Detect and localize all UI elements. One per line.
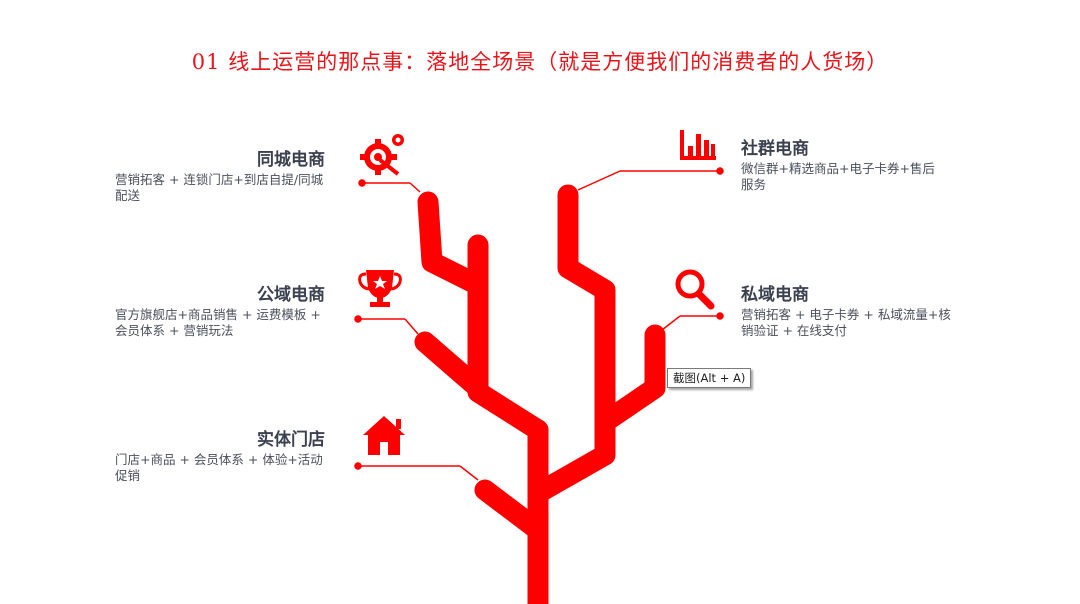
house-icon	[363, 416, 405, 455]
branch-left-upper	[417, 191, 489, 296]
magnifier-icon	[675, 269, 715, 310]
branch-description: 微信群+精选商品+电子卡券+售后服务	[741, 161, 935, 192]
branch-left-lower	[474, 479, 549, 541]
connector-dot-shiti	[354, 462, 362, 470]
page-title: 01 线上运营的那点事：落地全场景（就是方便我们的消费者的人货场）	[191, 50, 889, 74]
branch-right-small	[594, 324, 666, 433]
branch-left-main	[467, 234, 549, 441]
branch-description: 官方旗舰店+商品销售 + 运费模板 + 会员体系 + 营销玩法	[115, 307, 321, 338]
branch-tongcheng: 同城电商 营销拓客 + 连锁门店+到店自提/同城配送	[115, 145, 325, 204]
connector-dot-siyu	[716, 312, 724, 320]
branch-shequn: 社群电商 微信群+精选商品+电子卡券+售后服务	[741, 134, 946, 193]
gear-target-icon	[360, 134, 404, 176]
bar-chart-icon	[680, 130, 716, 160]
screenshot-tooltip: 截图(Alt + A)	[667, 368, 752, 388]
trophy-icon	[358, 270, 402, 307]
branch-shiti: 实体门店 门店+商品 + 会员体系 + 体验+活动促销	[115, 425, 325, 484]
branch-right-main	[529, 184, 616, 503]
branch-left-middle	[414, 331, 489, 399]
branch-siyu: 私域电商 营销拓客 + 电子卡券 + 私域流量+核销验证 + 在线支付	[741, 280, 951, 339]
branch-description: 营销拓客 + 电子卡券 + 私域流量+核销验证 + 在线支付	[741, 307, 951, 338]
branch-heading: 同城电商	[257, 150, 325, 170]
branch-heading: 公域电商	[257, 285, 325, 305]
connector-dot-gongyu	[354, 315, 362, 323]
branch-gongyu: 公域电商 官方旗舰店+商品销售 + 运费模板 + 会员体系 + 营销玩法	[115, 280, 325, 339]
branch-heading: 私域电商	[741, 285, 809, 305]
branch-description: 营销拓客 + 连锁门店+到店自提/同城配送	[115, 172, 324, 203]
connector-dot-shequn	[716, 167, 724, 175]
branch-heading: 实体门店	[257, 430, 325, 450]
branch-description: 门店+商品 + 会员体系 + 体验+活动促销	[115, 452, 323, 483]
branch-heading: 社群电商	[741, 139, 809, 159]
connector-dot-tongcheng	[358, 179, 366, 187]
